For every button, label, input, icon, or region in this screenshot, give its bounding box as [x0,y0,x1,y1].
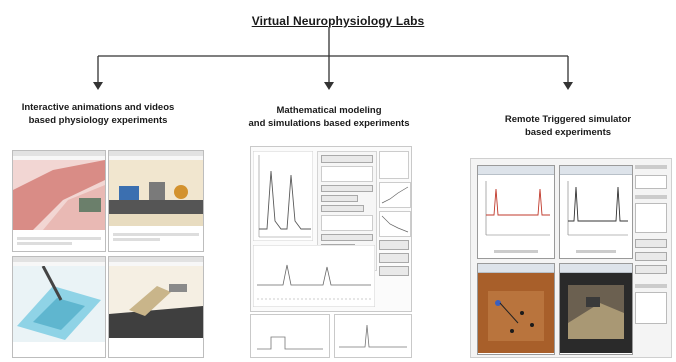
tissue-illustration [13,160,105,230]
side-graph-2 [379,211,411,237]
membrane-trace-plot [253,245,375,307]
remote-camera-window-2 [559,263,633,355]
arrowhead-middle [324,82,334,90]
caption-remote-line2: based experiments [524,127,612,138]
caption-remote-line1: Remote Triggered simulator [504,114,632,125]
arrowhead-left [93,82,103,90]
pulse-plot [339,324,407,348]
remote-simulator-screenshot [470,158,672,358]
lower-plot-window-1 [250,314,330,358]
animations-collage [12,150,204,358]
connector-lines [93,27,573,90]
animation-screenshot-2 [108,150,204,252]
animation-screenshot-4 [108,256,204,358]
animation-screenshot-3 [12,256,106,358]
remote-graph-1 [485,181,550,236]
caption-remote: Remote Triggered simulator based experim… [470,113,666,139]
diagram-title: Virtual Neurophysiology Labs [251,14,425,28]
caption-modeling-line1: Mathematical modeling [276,105,382,116]
remote-graph-2 [567,181,628,236]
step-plot [257,336,323,350]
caption-animations: Interactive animations and videos based … [10,101,186,127]
lower-plot-window-2 [334,314,412,358]
caption-animations-line2: based physiology experiments [28,115,168,126]
specimen-camera-view [478,273,554,353]
action-potential-plot [253,151,313,241]
caption-modeling: Mathematical modeling and simulations ba… [220,104,438,130]
remote-control-panel [635,165,667,351]
remote-graph-window-2 [559,165,633,259]
rig-camera-view [560,273,632,353]
dissection-tray-illustration [13,265,105,342]
simulator-window [250,146,412,312]
side-graph-1 [379,182,411,208]
side-graphs [379,151,411,301]
instrument-illustration [109,266,203,338]
remote-camera-window-1 [477,263,555,355]
arrowhead-right [563,82,573,90]
caption-modeling-line2: and simulations based experiments [248,118,410,129]
animation-screenshot-1 [12,150,106,252]
lab-bench-illustration [109,160,203,226]
simulation-screenshot [250,146,412,358]
remote-graph-window-1 [477,165,555,259]
caption-animations-line1: Interactive animations and videos [21,102,175,113]
